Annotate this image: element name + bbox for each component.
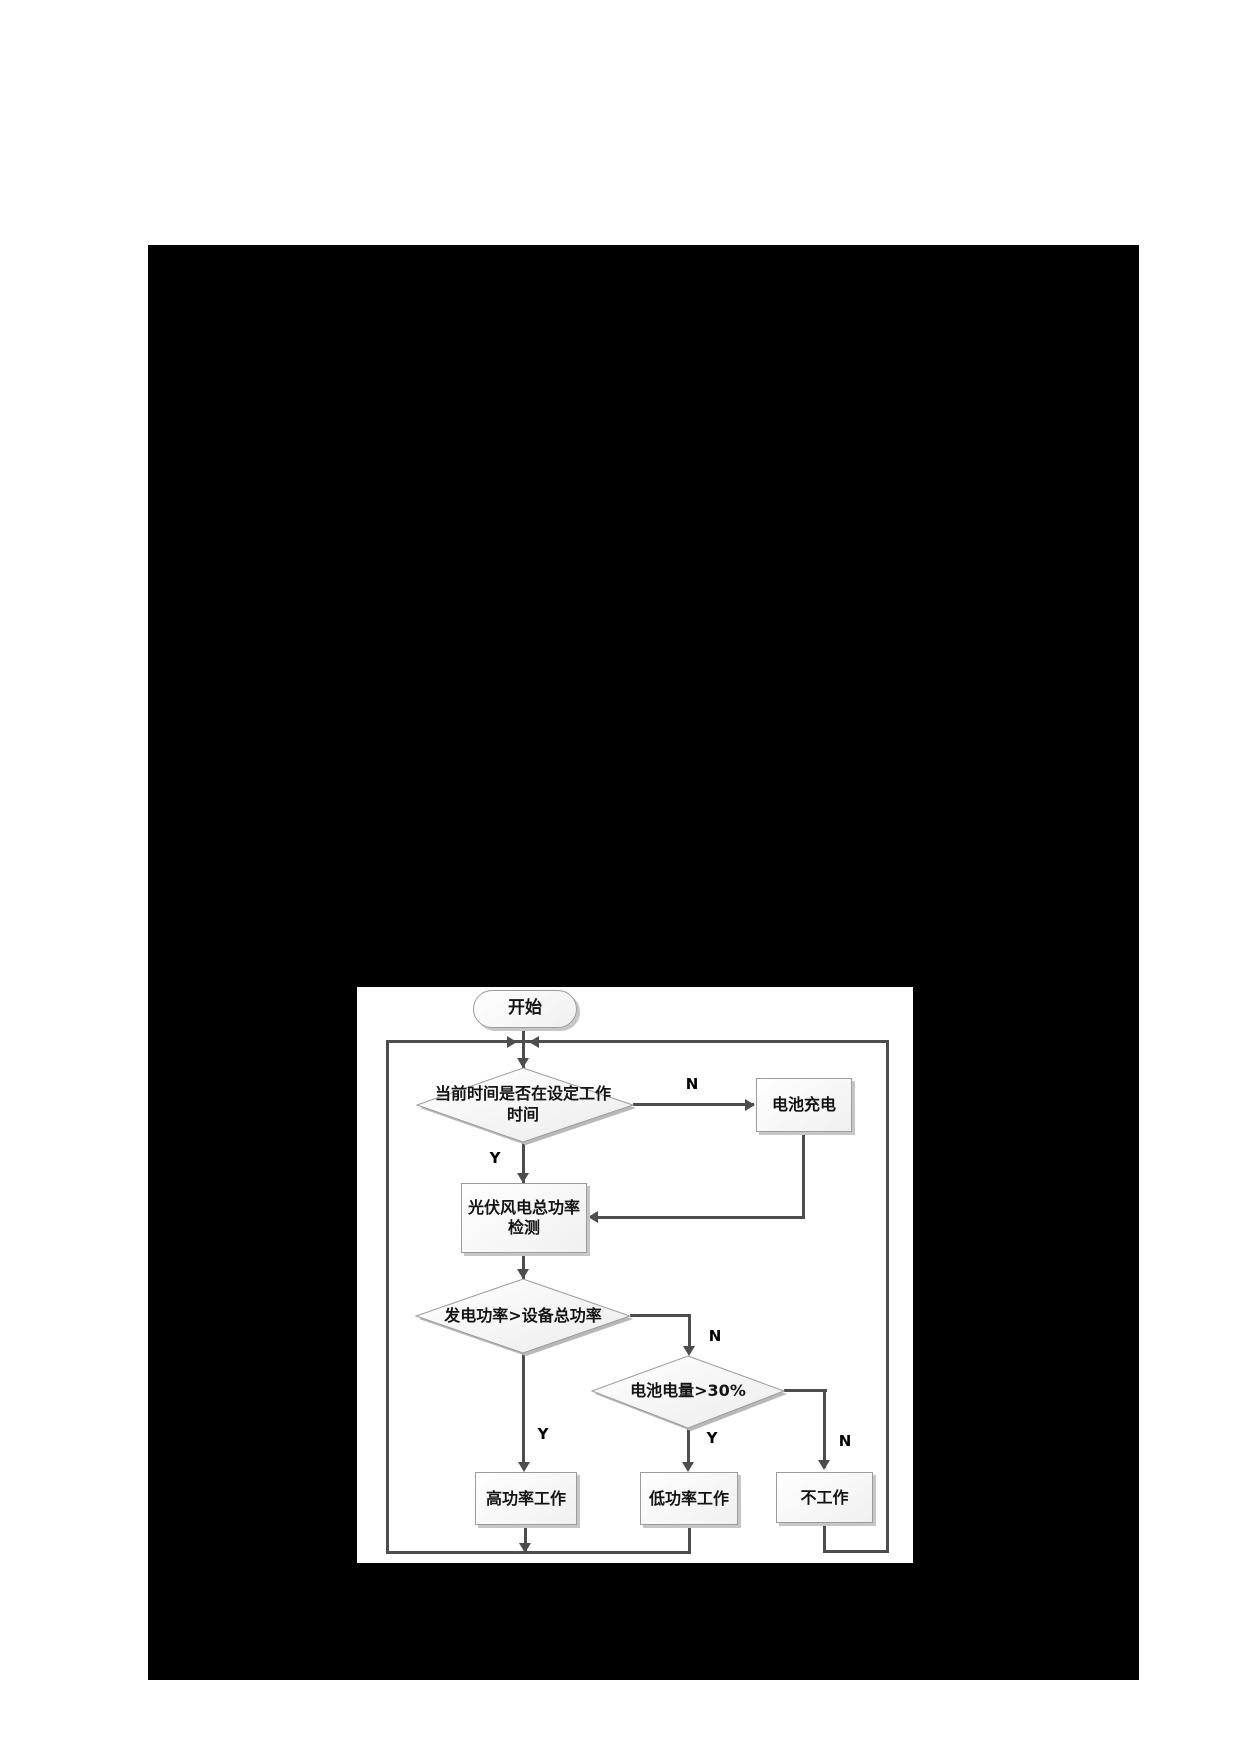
high-out-line (524, 1525, 527, 1551)
battery-yes-label: Y (706, 1429, 718, 1447)
power-no-label: N (708, 1327, 722, 1345)
top-return-line (386, 1040, 888, 1043)
charge-stem-line (802, 1132, 805, 1218)
right-loop-line (886, 1040, 889, 1553)
decision-time-label: 当前时间是否在设定工作 时间 (434, 1084, 611, 1124)
left-loop-line (386, 1040, 389, 1554)
time-yes-line (522, 1142, 525, 1184)
start-terminator: 开始 (473, 990, 577, 1028)
power-no-horiz-line (630, 1314, 691, 1317)
no-work-box: 不工作 (776, 1472, 873, 1523)
power-no-vert-line (688, 1314, 691, 1353)
battery-in-arrow-icon (683, 1346, 695, 1356)
battery-no-label: N (838, 1432, 852, 1450)
bottom-merge-line (386, 1551, 691, 1554)
off-out-line (823, 1523, 826, 1553)
off-in-arrow-icon (818, 1460, 830, 1470)
charge-return-line (593, 1216, 805, 1219)
high-power-box: 高功率工作 (475, 1472, 577, 1525)
flowchart-panel: 当前时间是否在设定工作 时间 发电功率>设备总功率 电池电量>30% 开始 电池… (357, 987, 913, 1563)
merge-arrow-icon (519, 1543, 531, 1553)
detect-return-arrow-icon (588, 1211, 598, 1223)
decision-battery-shape (590, 1355, 787, 1431)
low-in-arrow-icon (682, 1462, 694, 1472)
time-no-line (633, 1103, 754, 1106)
low-power-box: 低功率工作 (640, 1472, 738, 1525)
power-yes-label: Y (537, 1425, 549, 1443)
battery-no-vert-line (823, 1389, 826, 1468)
detect-process-box: 光伏风电总功率 检测 (461, 1183, 587, 1253)
power-yes-line (522, 1353, 525, 1469)
decision-battery-label: 电池电量>30% (630, 1380, 746, 1400)
detect-out-line (522, 1253, 525, 1280)
junction-left-arrow-icon (507, 1036, 517, 1048)
power-in-arrow-icon (517, 1269, 529, 1279)
low-out-line (688, 1525, 691, 1554)
off-return-line (823, 1550, 889, 1553)
time-yes-label: Y (489, 1149, 501, 1167)
charge-in-arrow-icon (745, 1099, 755, 1111)
battery-yes-line (687, 1428, 690, 1469)
junction-right-arrow-icon (529, 1036, 539, 1048)
high-in-arrow-icon (518, 1462, 530, 1472)
decision-power-label: 发电功率>设备总功率 (444, 1305, 602, 1325)
decision-power-shape (414, 1278, 633, 1356)
decision-time-shape (415, 1067, 636, 1145)
charge-process-box: 电池充电 (756, 1078, 852, 1132)
time-no-label: N (685, 1075, 699, 1093)
start-stem-line (522, 1028, 525, 1068)
detect-in-arrow-icon (517, 1173, 529, 1183)
time-in-arrow-icon (517, 1058, 529, 1068)
battery-no-horiz-line (784, 1389, 827, 1392)
